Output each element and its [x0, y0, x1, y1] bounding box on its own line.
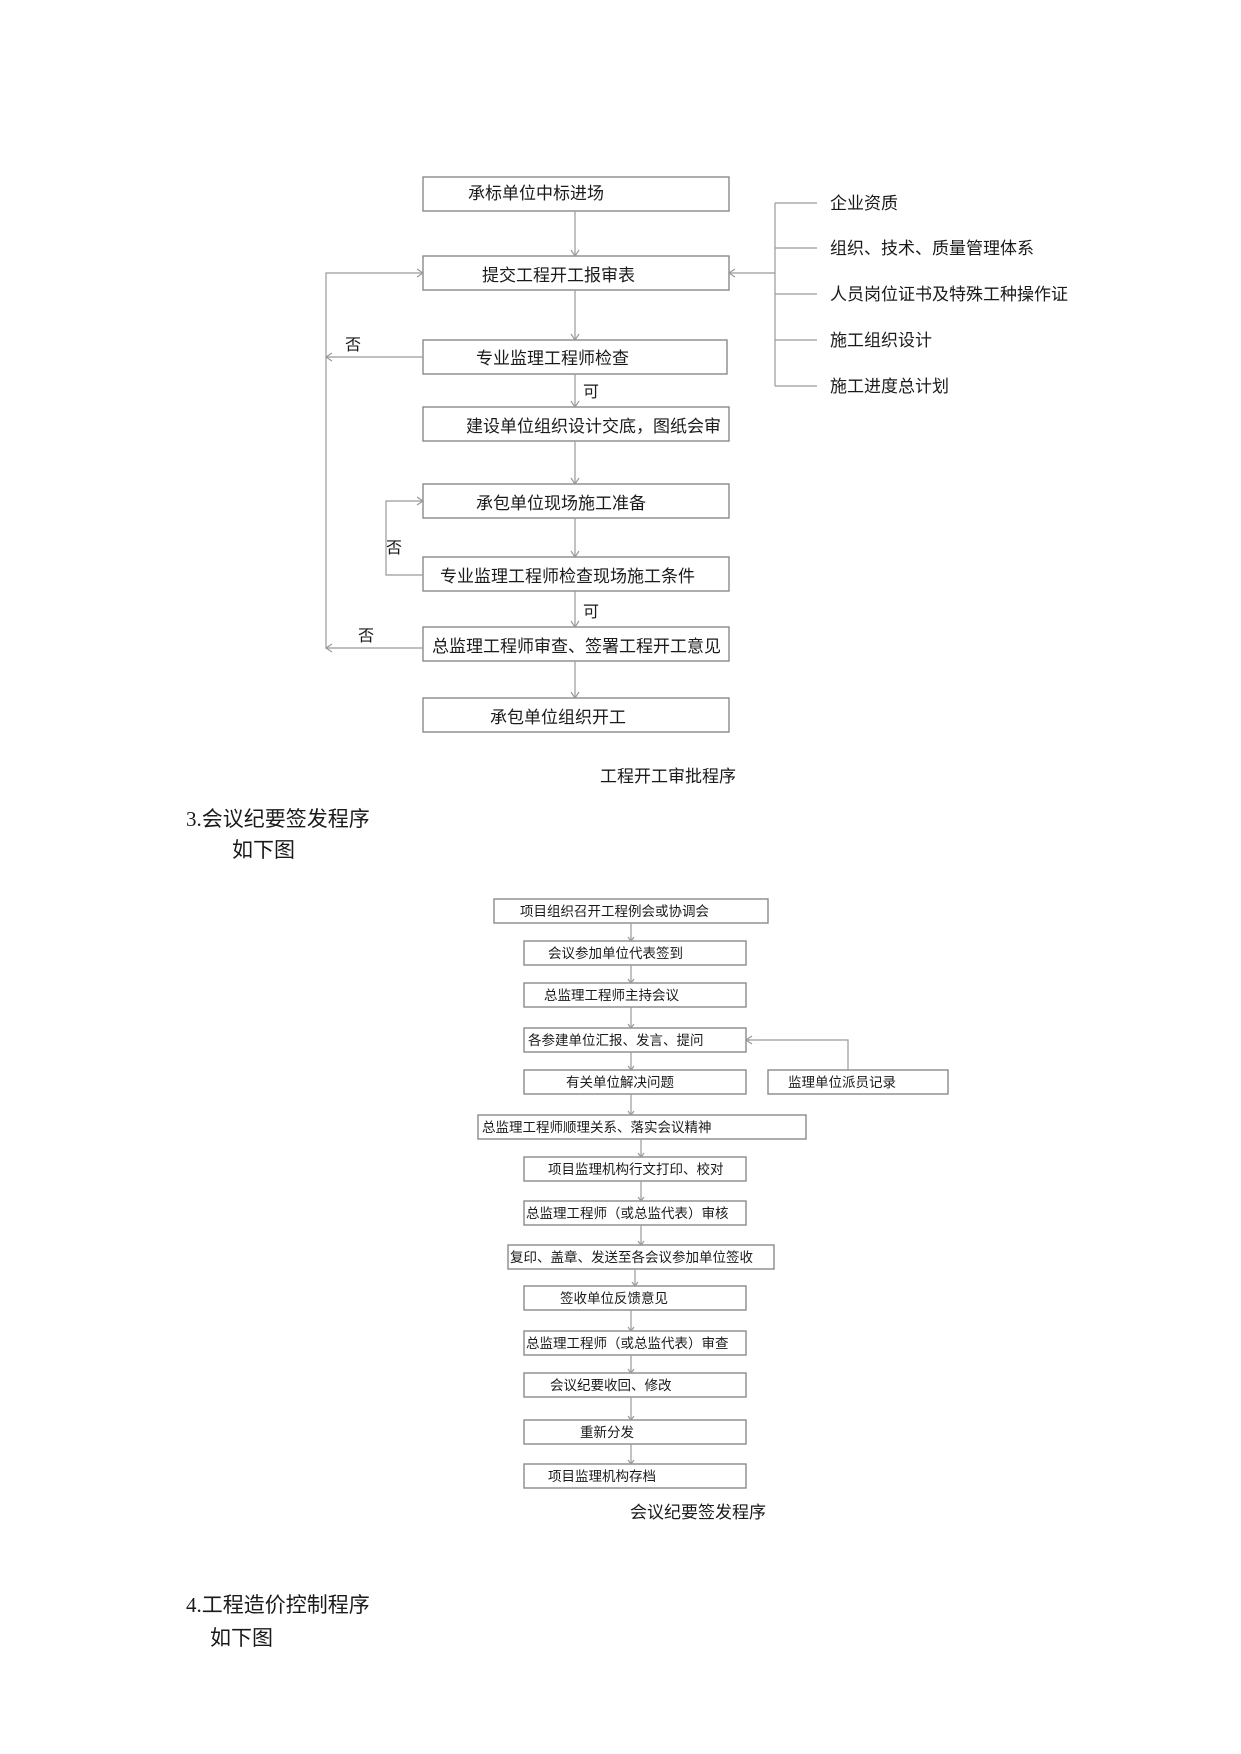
flow2-step-7: 项目监理机构行文打印、校对 — [548, 1161, 724, 1177]
flow1-step-5: 承包单位现场施工准备 — [476, 494, 646, 513]
flow1-side-item: 组织、技术、质量管理体系 — [830, 239, 1034, 258]
flow2-step-8: 总监理工程师（或总监代表）审核 — [526, 1206, 729, 1221]
flow2-diagram: 项目组织召开工程例会或协调会 会议参加单位代表签到 总监理工程师主持会议 各参建… — [477, 898, 949, 1522]
flow1-side-item: 企业资质 — [830, 194, 898, 213]
flow1-step-box — [422, 176, 730, 212]
flow1-side-item: 施工组织设计 — [830, 331, 932, 350]
flow1-step-8: 承包单位组织开工 — [490, 708, 626, 727]
flow1-step-4: 建设单位组织设计交底，图纸会审 — [466, 417, 721, 436]
flow1-step-box — [422, 406, 730, 442]
flow1-side-item: 施工进度总计划 — [830, 377, 949, 396]
flow2-step-10: 签收单位反馈意见 — [560, 1290, 668, 1306]
flow2-step-5: 有关单位解决问题 — [566, 1075, 674, 1090]
flow2-step-4: 各参建单位汇报、发言、提问 — [528, 1032, 704, 1048]
flow1-caption: 工程开工审批程序 — [600, 767, 736, 786]
flow1-step-1: 承标单位中标进场 — [468, 184, 604, 203]
flow1-yes-label: 可 — [583, 384, 599, 401]
flow1-step-3: 专业监理工程师检查 — [476, 349, 629, 368]
flow1-step-6: 专业监理工程师检查现场施工条件 — [440, 567, 695, 586]
section4-heading: 4.工程造价控制程序 — [186, 1593, 370, 1617]
flow1-no-label: 否 — [345, 337, 361, 354]
flow1-step-box — [422, 626, 730, 662]
flow1-diagram: 承标单位中标进场 提交工程开工报审表 专业监理工程师检查 建设单位组织设计交底，… — [324, 176, 1068, 786]
flow2-step-6: 总监理工程师顺理关系、落实会议精神 — [482, 1120, 712, 1135]
flow1-no-label: 否 — [386, 540, 402, 557]
flow1-step-box — [422, 697, 730, 733]
flow2-step-11: 总监理工程师（或总监代表）审查 — [526, 1336, 729, 1351]
flow1-step-7: 总监理工程师审查、签署工程开工意见 — [432, 637, 721, 656]
flow2-step-12: 会议纪要收回、修改 — [550, 1378, 672, 1393]
flow1-step-box — [422, 255, 730, 291]
flow2-caption: 会议纪要签发程序 — [630, 1503, 766, 1522]
flow2-side-box: 监理单位派员记录 — [788, 1075, 896, 1090]
flow2-step-13: 重新分发 — [580, 1425, 634, 1440]
section4-subheading: 如下图 — [210, 1626, 273, 1650]
flow2-step-9: 复印、盖章、发送至各会议参加单位签收 — [510, 1249, 753, 1265]
flow2-step-2: 会议参加单位代表签到 — [548, 945, 683, 961]
flow2-step-14: 项目监理机构存档 — [548, 1469, 656, 1484]
flow1-no-label: 否 — [358, 628, 374, 645]
flow1-step-2: 提交工程开工报审表 — [482, 266, 635, 285]
flow2-step-1: 项目组织召开工程例会或协调会 — [520, 904, 709, 919]
flow1-yes-label: 可 — [583, 604, 599, 621]
flow2-step-3: 总监理工程师主持会议 — [544, 988, 679, 1003]
flow1-step-box — [422, 556, 730, 592]
flow1-step-box — [422, 483, 730, 519]
section3-subheading: 如下图 — [232, 838, 295, 862]
section3-heading: 3.会议纪要签发程序 — [186, 807, 370, 831]
flow1-side-item: 人员岗位证书及特殊工种操作证 — [830, 285, 1068, 304]
